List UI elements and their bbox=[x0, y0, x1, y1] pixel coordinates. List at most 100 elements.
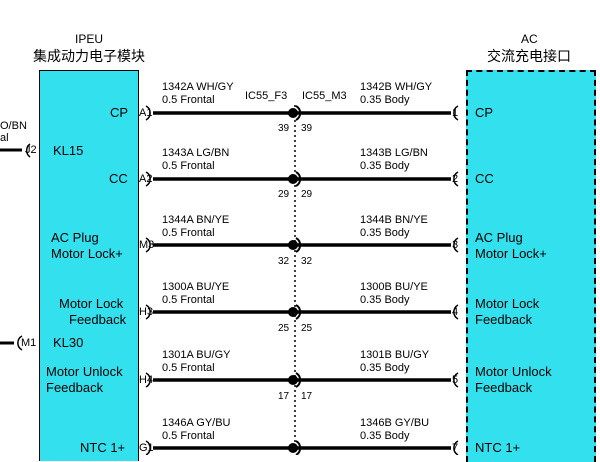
right-pin-marker bbox=[453, 304, 459, 320]
left-pin-label-cp: CP bbox=[110, 105, 129, 120]
right-module-name: 交流充电接口 bbox=[487, 48, 571, 64]
right-wire-id: 1300B BU/YE bbox=[360, 281, 428, 293]
left-pin-m3: M3 bbox=[139, 239, 155, 251]
left-pin-label-motor-unlock: Motor Unlock bbox=[46, 364, 123, 379]
conn-pin-right: 29 bbox=[301, 189, 313, 200]
connector-male bbox=[288, 375, 298, 385]
right-module-box bbox=[466, 70, 596, 462]
left-pin-marker bbox=[145, 237, 151, 253]
left-wire-spec: 0.5 Frontal bbox=[162, 160, 215, 172]
left-pin-label-ac-plug: AC Plug bbox=[51, 230, 99, 245]
right-wire-id: 1344B BN/YE bbox=[360, 214, 428, 226]
left-wire-id: 1301A BU/GY bbox=[162, 349, 231, 361]
right-pin-label-motor-lock-plus: Motor Lock+ bbox=[475, 246, 547, 261]
right-pin-label-ac-plug: AC Plug bbox=[475, 230, 523, 245]
right-pin-7: 7 bbox=[452, 442, 459, 454]
right-wire-spec: 0.35 Body bbox=[360, 362, 410, 374]
conn-pin-left: 17 bbox=[278, 391, 290, 402]
circuit-row-cc bbox=[145, 171, 459, 187]
left-pin-a1: A1 bbox=[139, 107, 153, 119]
connector-female bbox=[295, 171, 302, 187]
left-pin-label-ntc: NTC 1+ bbox=[80, 440, 126, 455]
right-wire-spec: 0.35 Body bbox=[360, 160, 410, 172]
right-wire-id: 1346B GY/BU bbox=[360, 417, 430, 429]
conn-pin-right: 39 bbox=[301, 123, 313, 134]
left-pin-marker bbox=[145, 171, 151, 187]
connector-female bbox=[295, 237, 302, 253]
left-module-code: IPEU bbox=[75, 32, 104, 46]
connector-female bbox=[295, 105, 302, 121]
right-pin-4: 4 bbox=[452, 306, 459, 318]
left-module-name: 集成动力电子模块 bbox=[33, 48, 145, 64]
right-pin-label-cp: CP bbox=[475, 105, 494, 120]
conn-pin-right: 32 bbox=[301, 256, 313, 267]
left-pin-marker bbox=[145, 440, 151, 455]
kl15-pin-marker bbox=[25, 143, 31, 158]
left-pin-label-motor-lock-plus: Motor Lock+ bbox=[51, 246, 123, 261]
left-wire-id: 1342A WH/GY bbox=[162, 81, 234, 93]
right-pin-marker bbox=[453, 237, 459, 253]
right-pin-2: 2 bbox=[452, 173, 459, 185]
right-pin-marker bbox=[453, 372, 459, 388]
right-wire-spec: 0.35 Body bbox=[360, 294, 410, 306]
connector-female bbox=[295, 372, 302, 388]
connector-male bbox=[288, 108, 298, 118]
right-wire-spec: 0.35 Body bbox=[360, 227, 410, 239]
right-module-code: AC bbox=[521, 32, 538, 46]
pin-j2: J2 bbox=[25, 144, 37, 156]
right-pin-label-motor-unlock: Motor Unlock bbox=[475, 364, 552, 379]
pin-m1: M1 bbox=[21, 337, 37, 349]
connector-name-right: IC55_M3 bbox=[302, 90, 347, 102]
conn-pin-right: 25 bbox=[301, 323, 313, 334]
right-pin-5: 5 bbox=[452, 374, 459, 386]
connector-male bbox=[288, 240, 298, 250]
left-wire-spec: 0.5 Frontal bbox=[162, 294, 215, 306]
left-pin-h4: H4 bbox=[139, 374, 154, 386]
circuit-row-motor-lock-feedback bbox=[145, 304, 459, 320]
conn-pin-right: 17 bbox=[301, 391, 313, 402]
left-pin-marker bbox=[145, 372, 151, 388]
circuit-row-motor-lock-plus bbox=[145, 237, 459, 253]
connector-male bbox=[288, 307, 298, 317]
left-pin-label-feedback: Feedback bbox=[46, 380, 104, 395]
right-pin-marker bbox=[453, 105, 459, 121]
right-wire-spec: 0.35 Body bbox=[360, 94, 410, 106]
connector-male bbox=[288, 174, 298, 184]
right-pin-marker bbox=[453, 171, 459, 187]
circuit-row-motor-unlock-feedback bbox=[145, 372, 459, 388]
left-pin-a2: A2 bbox=[139, 173, 153, 185]
left-module-box bbox=[39, 70, 139, 461]
edge-wire-top-suffix: al bbox=[0, 132, 9, 144]
right-pin-label-cc: CC bbox=[475, 171, 494, 186]
conn-pin-left: 39 bbox=[278, 123, 290, 134]
left-pin-label-motor-lock: Motor Lock bbox=[59, 296, 124, 311]
right-pin-label-motor-lock: Motor Lock bbox=[475, 296, 540, 311]
right-pin-label-feedback: Feedback bbox=[475, 312, 533, 327]
left-wire-id: 1343A LG/BN bbox=[162, 147, 230, 159]
right-pin-3: 3 bbox=[452, 239, 459, 251]
left-pin-marker bbox=[145, 304, 151, 320]
left-wire-spec: 0.5 Frontal bbox=[162, 227, 215, 239]
right-wire-id: 1301B BU/GY bbox=[360, 349, 430, 361]
right-wire-spec: 0.35 Body bbox=[360, 430, 410, 442]
right-pin-label-ntc: NTC 1+ bbox=[475, 440, 521, 455]
label-kl15: KL15 bbox=[53, 143, 84, 158]
left-wire-spec: 0.5 Frontal bbox=[162, 362, 215, 374]
right-pin-marker bbox=[453, 440, 459, 455]
left-pin-g1: G1 bbox=[139, 442, 154, 454]
left-wire-id: 1346A GY/BU bbox=[162, 417, 231, 429]
right-pin-1: 1 bbox=[452, 107, 459, 119]
connector-female bbox=[295, 304, 302, 320]
label-kl30: KL30 bbox=[53, 335, 84, 350]
left-wire-id: 1300A BU/YE bbox=[162, 281, 230, 293]
left-wire-id: 1344A BN/YE bbox=[162, 214, 230, 226]
circuit-row-ntc bbox=[145, 440, 459, 455]
left-pin-label-cc: CC bbox=[109, 171, 128, 186]
conn-pin-left: 25 bbox=[278, 323, 290, 334]
left-pin-label-feedback: Feedback bbox=[69, 312, 127, 327]
left-pin-marker bbox=[145, 105, 151, 121]
edge-wire-top: O/BN bbox=[0, 120, 27, 132]
conn-pin-left: 29 bbox=[278, 189, 290, 200]
conn-pin-left: 32 bbox=[278, 256, 290, 267]
